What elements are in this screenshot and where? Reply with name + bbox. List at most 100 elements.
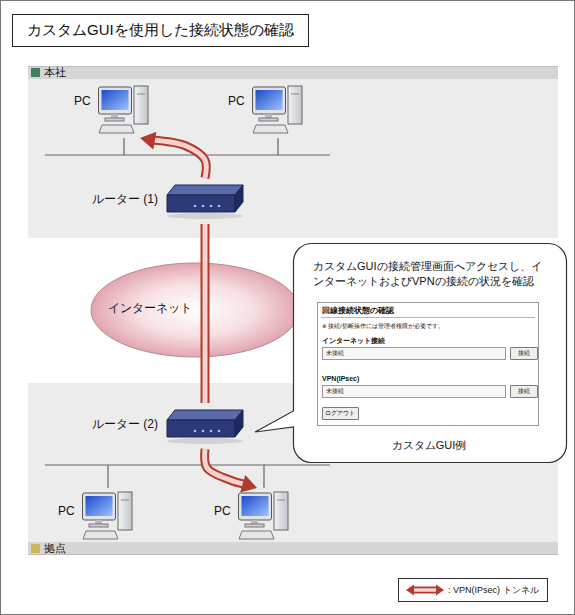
- router-shadow: [167, 213, 243, 219]
- callout-text: カスタムGUIの接続管理画面へアクセスし、インターネットおよびVPNの接続の状況…: [313, 259, 549, 289]
- pc-monitor: [83, 493, 116, 520]
- text-holder: カスタムGUIの接続管理画面へアクセスし、インターネットおよびVPNの接続の状況…: [313, 259, 549, 289]
- wire-line: [205, 138, 278, 178]
- status-field: 未接続: [322, 347, 506, 360]
- pc-icon: [238, 490, 290, 542]
- router-side: [235, 410, 243, 437]
- pc-monitor: [253, 87, 286, 114]
- sample-inner: [413, 588, 437, 592]
- router-top: [167, 185, 243, 195]
- pc-icon: [98, 84, 150, 136]
- lan-wire: [205, 224, 206, 262]
- text-holder: 未接続: [326, 387, 344, 396]
- pc-base: [245, 524, 264, 527]
- status-field: 未接続: [322, 385, 506, 398]
- vpn-tunnel: [205, 449, 257, 492]
- field-text: 未接続: [326, 349, 344, 358]
- gui-title-rule: [321, 317, 535, 318]
- site-name: 拠点: [44, 542, 66, 555]
- pc-label: PC: [228, 94, 245, 109]
- internet-cloud: インターネット: [90, 262, 300, 358]
- text-holder: 拠点: [44, 542, 66, 555]
- pc-stand: [265, 114, 272, 118]
- router-icon: [165, 182, 245, 220]
- pc-label: PC: [214, 504, 231, 519]
- pc-monitor: [99, 87, 132, 114]
- pc-stand: [111, 114, 118, 118]
- router-top: [167, 410, 243, 420]
- gui-button: ログアウト: [322, 407, 359, 420]
- text-holder: カスタムGUI例: [293, 438, 565, 452]
- lan-bus: [45, 464, 108, 465]
- pc-screen: [242, 496, 269, 516]
- lan-wire: [108, 449, 205, 488]
- callout-shape: [255, 244, 567, 463]
- pc-node: PC: [72, 84, 154, 138]
- router-side: [235, 185, 243, 212]
- pc-icon: [82, 490, 134, 542]
- lan-wire: [205, 449, 264, 488]
- tunnel-outer: [205, 449, 246, 485]
- router-led: [210, 205, 213, 208]
- gui-text: インターネット接続: [322, 336, 385, 345]
- cloud-shape: [91, 263, 299, 357]
- legend-item: : VPN(IPsec) トンネル: [405, 583, 539, 597]
- pc-stand: [95, 520, 102, 524]
- router-node: ルーター (1): [90, 178, 245, 224]
- legend-text: : VPN(IPsec) トンネル: [448, 584, 539, 597]
- field-text: 未接続: [326, 387, 344, 396]
- lan-bus: [264, 464, 330, 465]
- lan-bus: [278, 154, 330, 155]
- gui-button: 接続: [510, 385, 538, 398]
- text-holder: PC: [214, 504, 231, 519]
- pc-drive: [277, 500, 285, 501]
- lan-wire: [205, 358, 206, 403]
- router-led: [194, 205, 197, 208]
- router-icon: [165, 407, 245, 445]
- lan-wire: [205, 138, 278, 178]
- arrow-head: [240, 475, 257, 492]
- internet-label: インターネット: [108, 301, 192, 316]
- router-led: [202, 205, 205, 208]
- title-text: カスタムGUIを使用した接続状態の確認: [27, 21, 294, 40]
- text-holder: PC: [74, 94, 91, 109]
- wire-line: [204, 358, 205, 403]
- text-holder: ※ 接続/切断操作には管理者権限が必要です。: [322, 323, 444, 330]
- region-marker: [31, 544, 40, 553]
- wire-line: [204, 224, 205, 262]
- pc-node: PC: [226, 84, 308, 138]
- pc-screen: [102, 90, 129, 110]
- router-front: [167, 420, 235, 437]
- region-header-band: [28, 542, 558, 555]
- pc-keyboard: [239, 531, 274, 539]
- gui-text: 回線接続状態の確認: [322, 306, 394, 316]
- tunnel-outer: [201, 224, 210, 403]
- lan-bus: [45, 154, 124, 155]
- tunnel-inner: [152, 140, 206, 178]
- tunnel-inner: [203, 224, 208, 403]
- sample-head: [436, 585, 444, 596]
- pc-base: [89, 524, 108, 527]
- router-led: [194, 430, 197, 433]
- text-holder: 接続: [511, 387, 536, 396]
- site-name: 本社: [44, 66, 66, 79]
- wire-group: [108, 138, 278, 488]
- pc-node: PC: [212, 488, 294, 542]
- text-holder: PC: [228, 94, 245, 109]
- pc-icon: [252, 84, 304, 136]
- router-front: [167, 195, 235, 212]
- pc-base: [105, 118, 124, 121]
- tunnel-inner: [205, 449, 246, 485]
- router-led: [218, 205, 221, 208]
- pc-stand: [251, 520, 258, 524]
- router-shadow: [167, 438, 243, 444]
- text-holder: インターネット: [108, 301, 192, 316]
- wire-line: [108, 449, 205, 488]
- vpn-tunnel: [205, 224, 206, 403]
- pc-label: PC: [74, 94, 91, 109]
- text-holder: 回線接続状態の確認: [322, 306, 394, 316]
- gui-screen: 未接続接続未接続接続ログアウト回線接続状態の確認※ 接続/切断操作には管理者権限…: [317, 302, 539, 426]
- pc-node: PC: [56, 488, 138, 542]
